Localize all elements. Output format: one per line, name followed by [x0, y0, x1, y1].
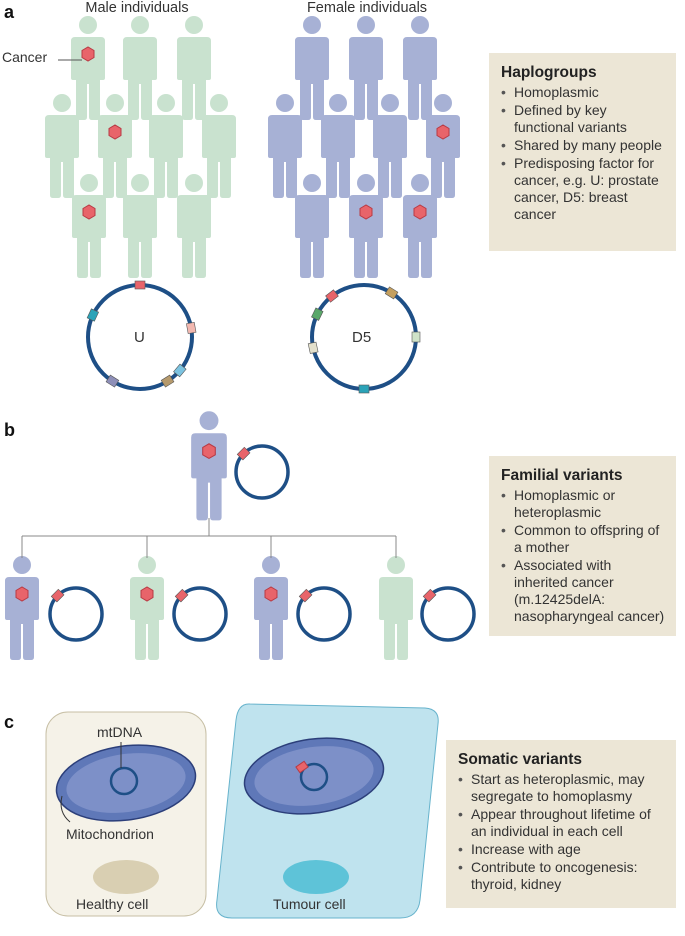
variant-marker	[358, 384, 370, 394]
cancer-marker-icon	[413, 204, 427, 220]
female-figure	[349, 174, 383, 278]
offspring-figure	[130, 556, 164, 660]
mtdna-ring-u	[86, 280, 197, 391]
familial-variants-box: Familial variants Homoplasmic or heterop…	[489, 456, 676, 636]
somatic-variants-title: Somatic variants	[458, 751, 583, 768]
cancer-marker-icon	[359, 204, 373, 220]
male-figure	[177, 16, 211, 120]
cancer-marker-icon	[436, 124, 450, 140]
somatic-variants-item: Appear throughout lifetime of an individ…	[458, 806, 666, 840]
female-figure	[349, 16, 383, 120]
male-figure	[123, 174, 157, 278]
haplogroups-box: Haplogroups Homoplasmic Defined by key f…	[489, 53, 676, 251]
tumour-cell	[216, 703, 439, 919]
variant-marker	[311, 307, 324, 321]
male-individuals-heading: Male individuals	[85, 0, 189, 16]
ring-label-d5: D5	[352, 329, 372, 346]
male-figure	[123, 16, 157, 120]
variant-marker	[174, 588, 189, 603]
variant-marker	[173, 363, 187, 378]
mtdna-ring-offspring	[420, 586, 476, 642]
somatic-variants-item: Start as heteroplasmic, may segregate to…	[458, 771, 666, 805]
male-figure	[71, 16, 105, 120]
male-figure	[72, 174, 106, 278]
mitochondrion-label: Mitochondrion	[66, 826, 154, 842]
female-figure	[403, 16, 437, 120]
female-figure	[268, 94, 302, 198]
female-figure	[295, 174, 329, 278]
familial-variants-title: Familial variants	[501, 467, 623, 484]
variant-marker	[86, 308, 100, 322]
tumour-cell-label: Tumour cell	[273, 896, 346, 912]
mtdna-ring-offspring	[296, 586, 352, 642]
cancer-label: Cancer	[2, 49, 48, 65]
haplogroups-list: Homoplasmic Defined by key functional va…	[501, 84, 666, 223]
female-figure	[373, 94, 407, 198]
cancer-marker-icon	[81, 46, 95, 62]
female-figure	[295, 16, 329, 120]
cancer-marker-icon	[82, 204, 96, 220]
male-figure	[45, 94, 79, 198]
offspring-figure	[5, 556, 39, 660]
haplogroups-title: Haplogroups	[501, 64, 597, 81]
healthy-cell	[45, 711, 207, 917]
mtdna-ring-d5	[307, 283, 421, 394]
cancer-marker-icon	[264, 586, 278, 602]
familial-variants-item: Homoplasmic or heteroplasmic	[501, 487, 666, 521]
panel-label-c: c	[4, 712, 15, 732]
variant-marker	[134, 280, 146, 290]
variant-marker	[411, 331, 421, 343]
offspring-figure	[254, 556, 288, 660]
haplogroups-item: Homoplasmic	[501, 84, 666, 101]
variant-marker	[384, 286, 399, 300]
lineage-tree	[21, 518, 397, 558]
mtdna-ring-offspring	[172, 586, 228, 642]
mother-figure	[191, 411, 227, 521]
somatic-variants-item: Contribute to oncogenesis: thyroid, kidn…	[458, 859, 666, 893]
variant-marker	[50, 588, 65, 603]
mtdna-ring-mother	[234, 444, 290, 500]
variant-marker	[422, 588, 437, 603]
haplogroups-item: Predisposing factor for cancer, e.g. U: …	[501, 155, 666, 223]
male-figure	[149, 94, 183, 198]
ring-label-u: U	[134, 329, 145, 346]
offspring-figure	[379, 556, 413, 660]
familial-variants-item: Associated with inherited cancer (m.1242…	[501, 557, 666, 625]
haplogroups-item: Shared by many people	[501, 137, 666, 154]
variant-marker	[307, 341, 319, 354]
male-figure	[202, 94, 236, 198]
female-figure	[321, 94, 355, 198]
familial-variants-item: Common to offspring of a mother	[501, 522, 666, 556]
variant-marker	[236, 446, 251, 461]
variant-marker	[298, 588, 313, 603]
mtdna-label: mtDNA	[97, 724, 143, 740]
male-figure	[177, 174, 211, 278]
male-figure	[98, 94, 132, 198]
variant-marker	[186, 322, 197, 334]
cancer-marker-icon	[108, 124, 122, 140]
mtdna-ring-offspring	[48, 586, 104, 642]
somatic-variants-box: Somatic variants Start as heteroplasmic,…	[446, 740, 676, 908]
somatic-variants-item: Increase with age	[458, 841, 666, 858]
variant-marker	[160, 374, 175, 388]
cancer-marker-icon	[202, 443, 216, 459]
variant-marker	[105, 374, 120, 388]
haplogroups-item: Defined by key functional variants	[501, 102, 666, 136]
panel-label-a: a	[4, 2, 15, 22]
cancer-marker-icon	[15, 586, 29, 602]
familial-variants-list: Homoplasmic or heteroplasmic Common to o…	[501, 487, 666, 625]
cancer-marker-icon	[140, 586, 154, 602]
somatic-variants-list: Start as heteroplasmic, may segregate to…	[458, 771, 666, 893]
variant-marker	[325, 289, 339, 303]
healthy-cell-label: Healthy cell	[76, 896, 149, 912]
female-individuals-heading: Female individuals	[306, 0, 428, 16]
panel-label-b: b	[4, 420, 15, 440]
